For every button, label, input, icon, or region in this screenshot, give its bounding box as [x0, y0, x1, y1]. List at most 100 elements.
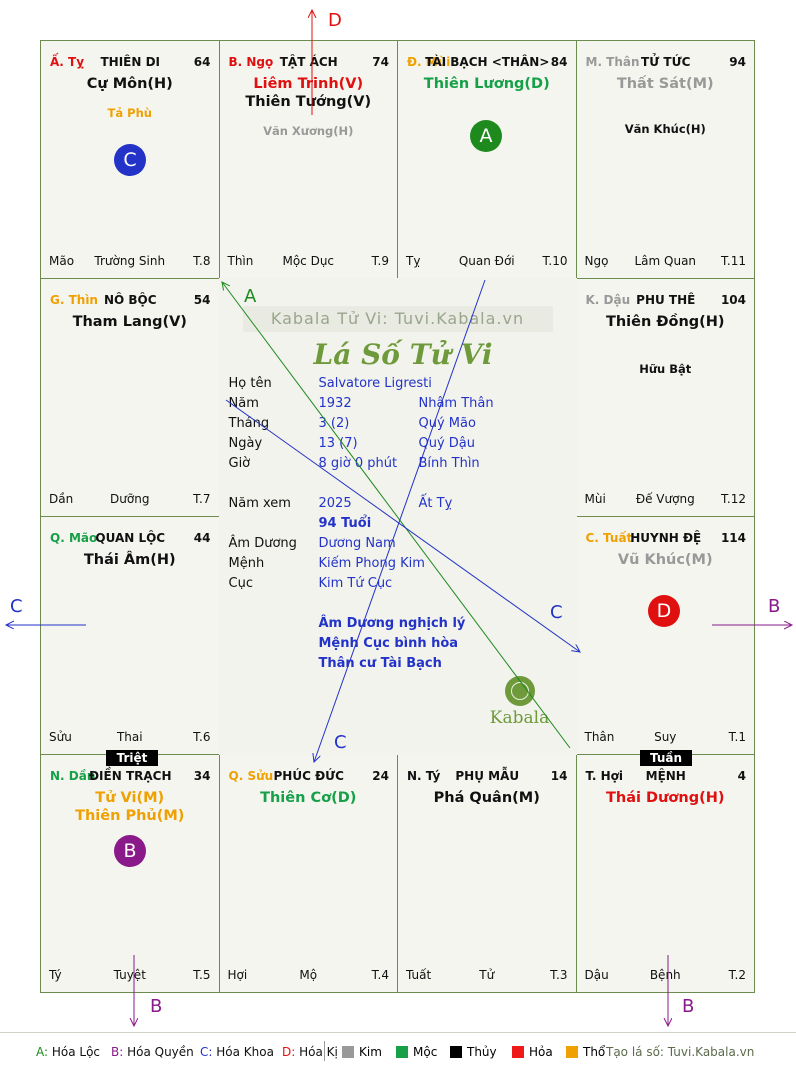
footer-branch: Dần — [49, 492, 74, 506]
palace-can-chi: G. Thìn — [50, 293, 98, 307]
palace-can-chi: N. Tý — [407, 769, 441, 783]
main-star: Cự Môn(H) — [86, 76, 173, 92]
footer-stage: Dưỡng — [110, 492, 150, 506]
legend-element: Hỏa — [512, 1045, 553, 1059]
arrow-label-c: C — [550, 602, 563, 623]
main-stars: Thiên Cơ(D) — [220, 789, 398, 807]
legend-text: Hóa Quyền — [123, 1045, 194, 1059]
info-label: Cục — [228, 576, 253, 591]
palace-name: MỆNH — [645, 769, 686, 783]
footer-age: T.4 — [371, 968, 389, 982]
footer-stage: Suy — [654, 730, 677, 744]
marker-circle-a: A — [470, 120, 502, 152]
center-watermark: Kabala Tử Vi: Tuvi.Kabala.vn — [242, 306, 553, 332]
info-label: Giờ — [228, 456, 251, 471]
arrow-label-a: A — [244, 286, 257, 307]
palace-number: 34 — [193, 769, 211, 783]
palace-name: PHỤ MẪU — [455, 769, 520, 783]
legend-element: Thổ — [566, 1045, 605, 1059]
main-stars: Thất Sát(M) — [577, 75, 755, 93]
palace-can-chi: Q. Mão — [50, 531, 98, 545]
center-note: Âm Dương nghịch lý — [318, 616, 466, 631]
main-stars: Thiên Lương(D) — [398, 75, 576, 93]
footer-age: T.10 — [542, 254, 568, 268]
legend-key: A: — [36, 1045, 49, 1059]
legend-separator — [324, 1041, 325, 1061]
main-stars: Vũ Khúc(M) — [577, 551, 755, 569]
palace-name: THIÊN DI — [100, 55, 161, 69]
legend-element-text: Hỏa — [529, 1045, 553, 1059]
info-label: Âm Dương — [228, 536, 297, 551]
footer-stage: Đế Vượng — [635, 492, 695, 506]
legend-site-link[interactable]: Tạo lá số: Tuvi.Kabala.vn — [606, 1045, 755, 1059]
info-value-can-chi: Ất Tỵ — [418, 496, 453, 511]
palace-can-chi: Đ. Mùi — [407, 55, 451, 69]
info-label: Ngày — [228, 436, 263, 451]
minor-star: Văn Khúc(H) — [624, 122, 706, 136]
legend-element-text: Thổ — [583, 1045, 606, 1059]
palace-name: PHÚC ĐỨC — [273, 769, 344, 783]
info-value: Salvatore Ligresti — [318, 376, 432, 391]
palace-footer: Thân Suy T.1 — [585, 730, 747, 745]
main-star: Thiên Đồng(H) — [605, 314, 725, 330]
footer-stage: Bệnh — [649, 968, 681, 982]
info-value: 3 (2) — [318, 416, 350, 431]
kabala-logo-text: Kabala — [489, 708, 550, 728]
info-value: 2025 — [318, 496, 352, 511]
palace-can-chi: M. Thân — [585, 55, 640, 69]
main-stars: Cự Môn(H) — [41, 75, 219, 93]
main-star: Vũ Khúc(M) — [617, 552, 713, 568]
legend-key: C: — [200, 1045, 213, 1059]
footer-age: T.2 — [728, 968, 746, 982]
main-stars: Thiên Đồng(H) — [577, 313, 755, 331]
legend-swatch — [396, 1046, 408, 1058]
footer-branch: Ngọ — [584, 254, 609, 268]
footer-stage: Thai — [116, 730, 143, 744]
footer-branch: Mùi — [584, 492, 606, 506]
legend-element-text: Mộc — [413, 1045, 438, 1059]
palace-can-chi: Ấ. Tỵ — [50, 55, 85, 69]
palace-name: HUYNH ĐỆ — [630, 531, 702, 545]
legend-swatch — [342, 1046, 354, 1058]
minor-stars: Văn Xương(H) — [220, 123, 398, 139]
hoa-loc-line — [222, 282, 571, 749]
main-stars: Thái Âm(H) — [41, 551, 219, 569]
age-text: 94 Tuổi — [318, 516, 372, 531]
footer-age: T.11 — [721, 254, 746, 268]
palace-can-chi: Q. Sửu — [228, 769, 274, 783]
minor-stars: Tả Phù — [41, 105, 219, 121]
legend-element-text: Thủy — [467, 1045, 497, 1059]
footer-stage: Tuyệt — [113, 968, 146, 982]
footer-branch: Sửu — [49, 730, 72, 744]
minor-star: Hữu Bật — [639, 362, 692, 376]
palace-number: 94 — [729, 55, 746, 69]
legend-swatch — [566, 1046, 578, 1058]
legend-element: Kim — [342, 1045, 382, 1059]
main-star: Phá Quân(M) — [433, 790, 540, 806]
footer-branch: Thân — [584, 730, 615, 744]
footer-age: T.1 — [728, 730, 746, 744]
palace-can-chi: C. Tuất — [585, 531, 633, 545]
